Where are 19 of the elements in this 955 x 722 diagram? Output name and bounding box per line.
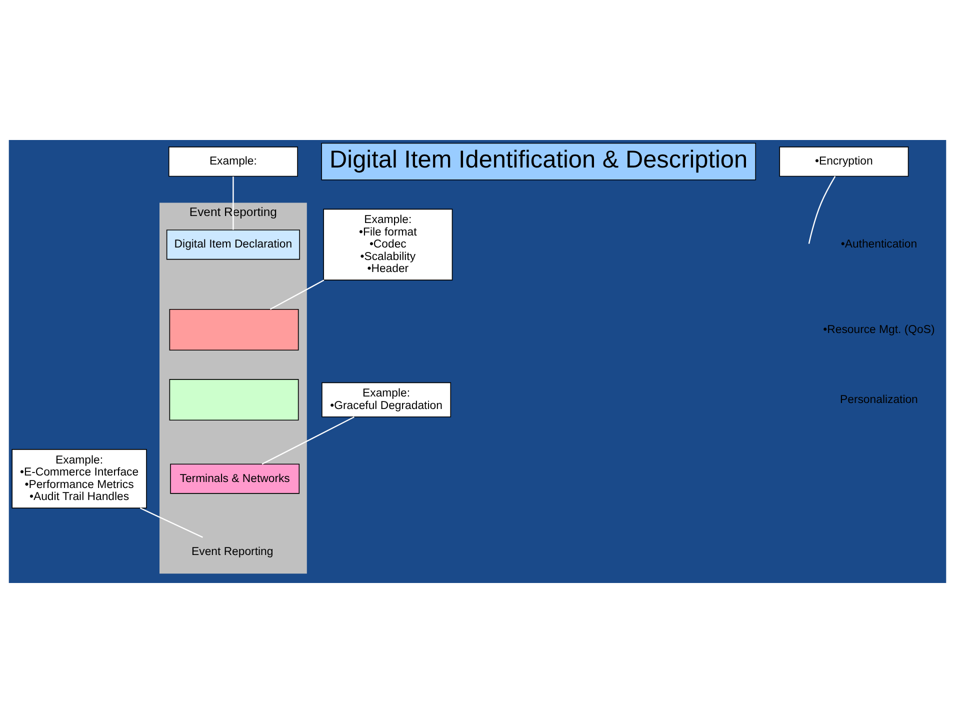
node-text: Event Reporting: [192, 546, 274, 558]
node-box: Terminals & Networks: [170, 463, 300, 494]
node-box: Example: •Graceful Degradation: [322, 382, 452, 417]
node-box: •Encryption: [779, 146, 909, 176]
connector: [270, 279, 324, 310]
node-box: [169, 308, 299, 350]
node-box: Example: •E-Commerce Interface •Performance Metrics •Audit Trail Handles: [12, 448, 147, 508]
connector: [140, 507, 203, 538]
node-box: Example:: [168, 146, 298, 176]
label: •Resource Mgt. (QoS): [823, 323, 935, 336]
connector: [262, 416, 354, 464]
label: •Authentication: [840, 238, 918, 250]
node-box: Example: •File format •Codec •Scalability •Header: [323, 208, 453, 280]
node-box: Digital Item Identification & Description: [321, 142, 756, 180]
label: Personalization: [840, 393, 918, 406]
node-box: Digital Item Declaration: [166, 229, 300, 260]
connector: [232, 176, 234, 230]
connector: [808, 176, 836, 244]
node-box: [169, 378, 299, 420]
